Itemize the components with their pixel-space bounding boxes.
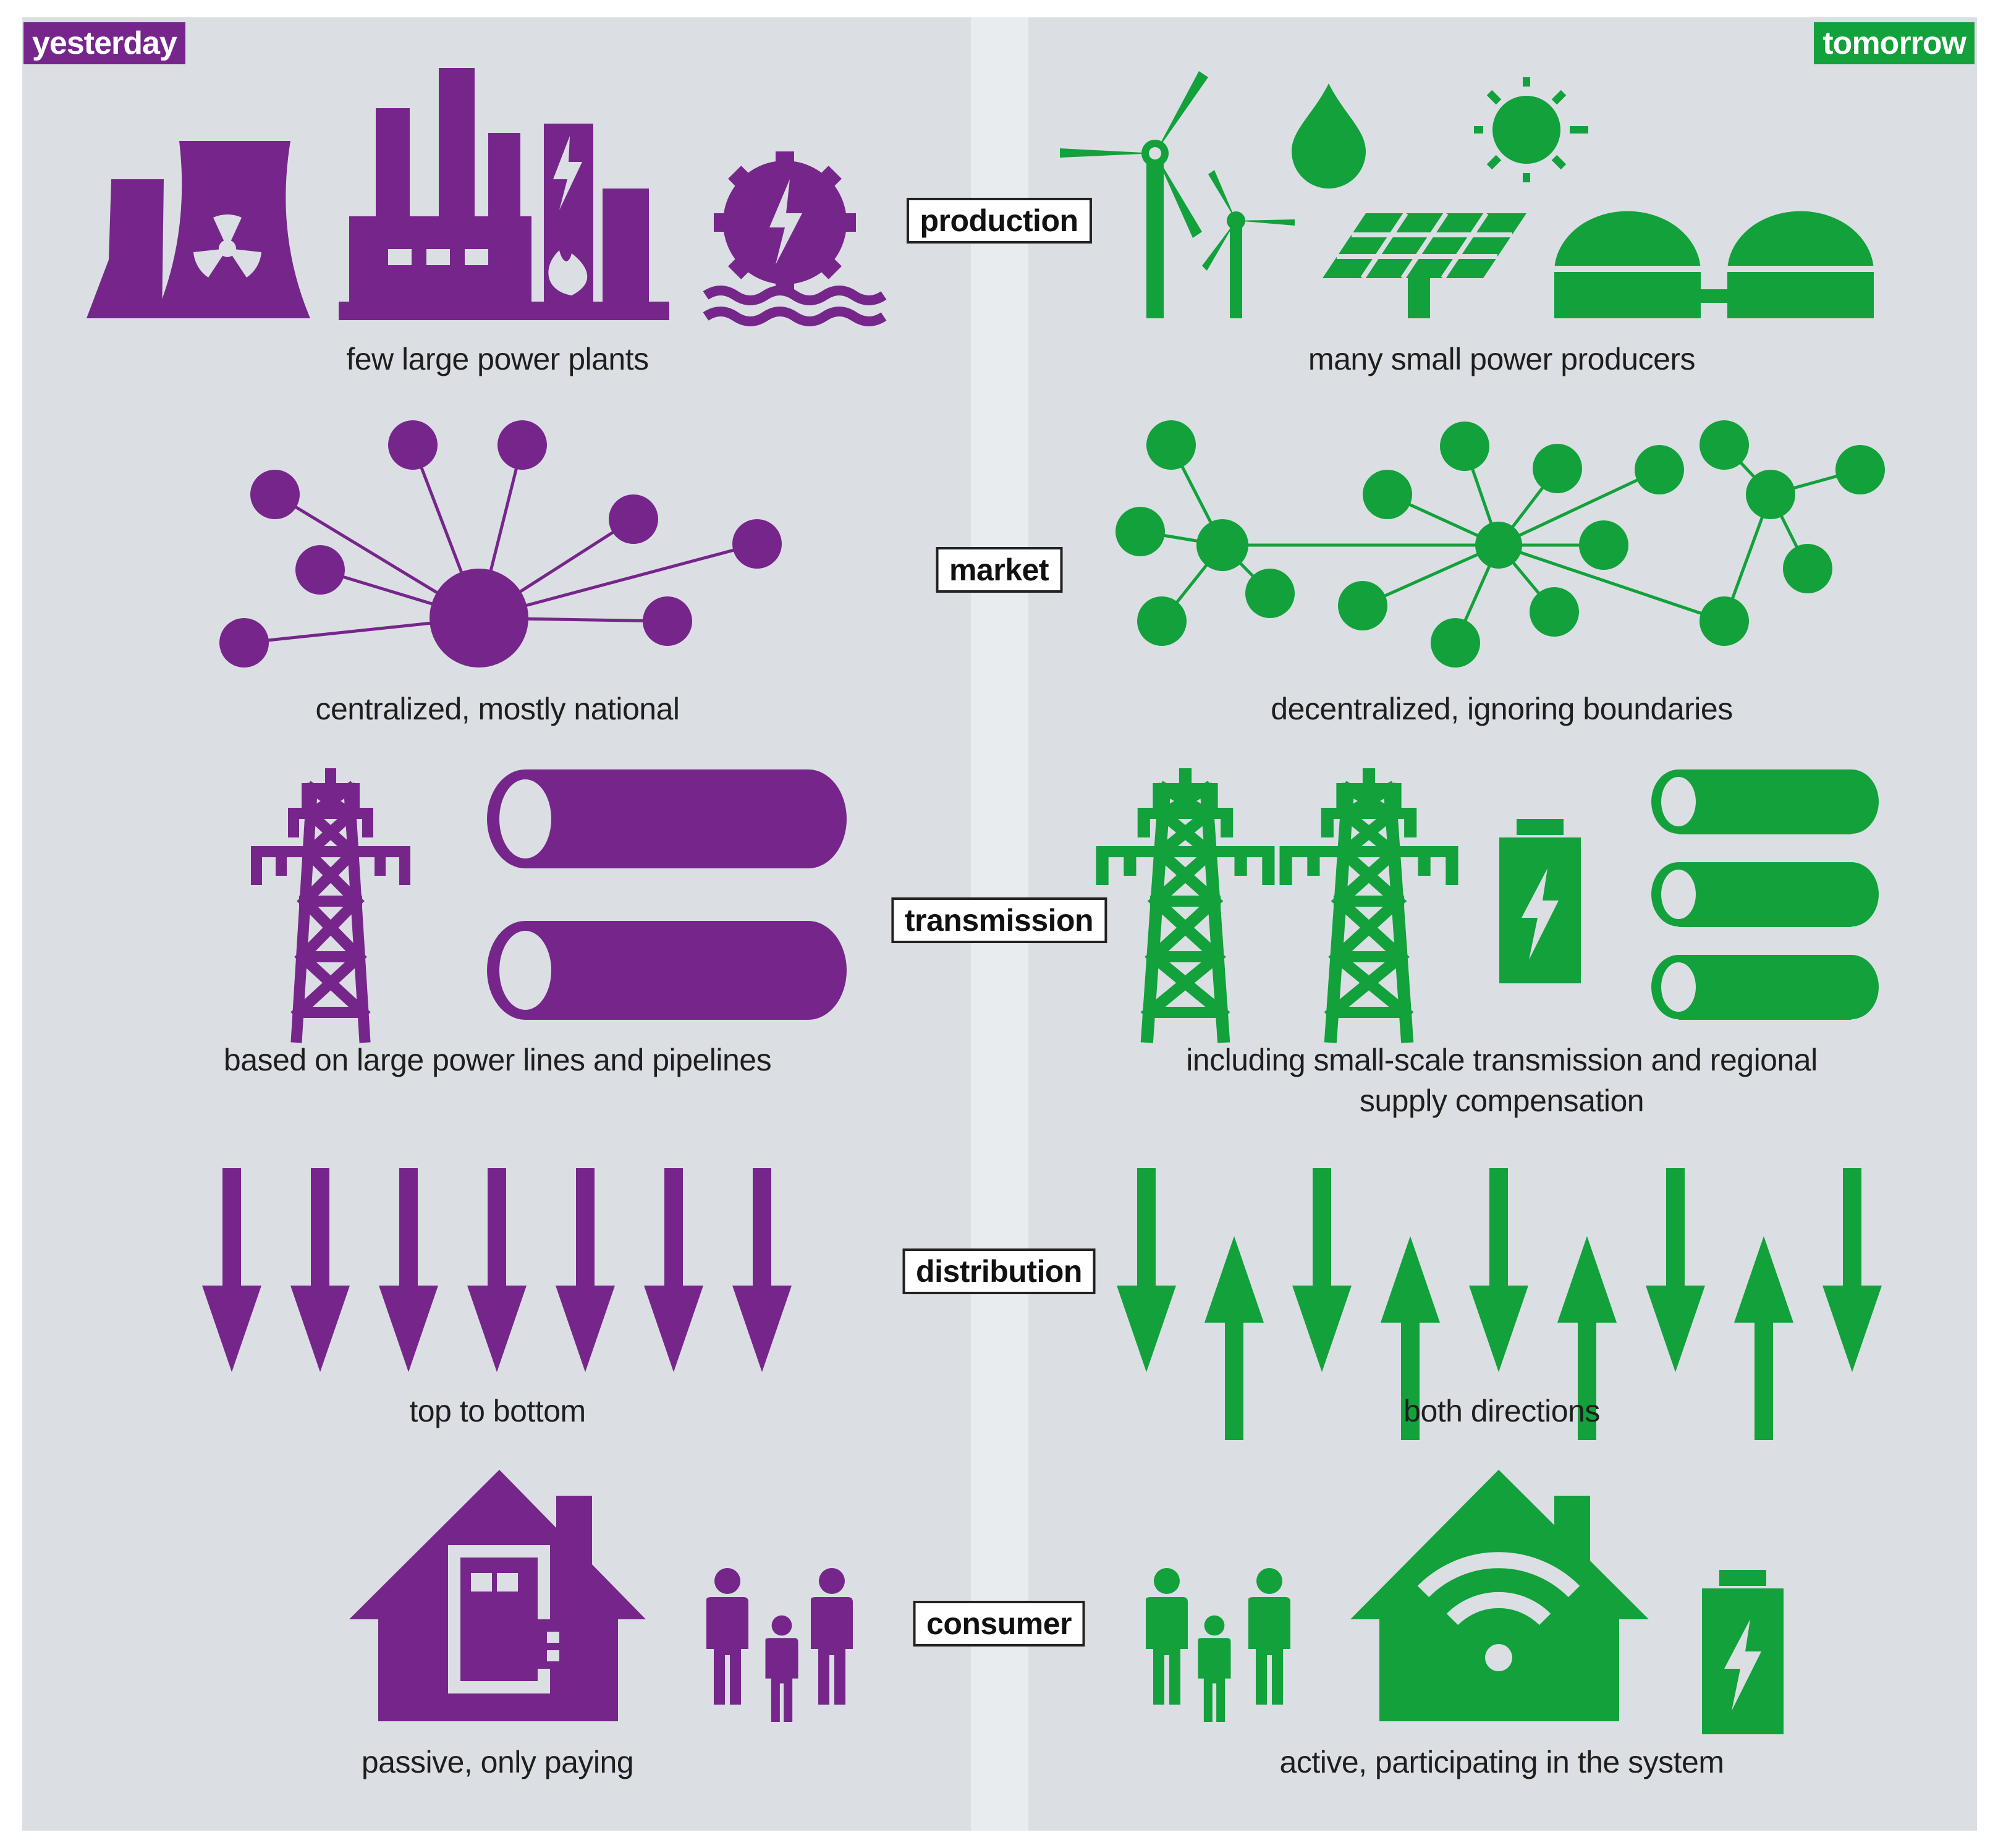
- sun-icon: [1474, 77, 1588, 182]
- yesterday-header: yesterday: [23, 22, 185, 64]
- tomorrow-header: tomorrow: [1814, 22, 1975, 64]
- solar-panel-icon: [1323, 211, 1526, 318]
- category-production: production: [906, 198, 1092, 244]
- central-hub-network-icon: [219, 420, 782, 668]
- category-distribution: distribution: [902, 1248, 1096, 1294]
- caption-distribution-yesterday: top to bottom: [409, 1394, 586, 1428]
- distributed-network-icon: [1115, 420, 1885, 668]
- battery-icon: [1702, 1570, 1784, 1734]
- caption-consumer-tomorrow: active, participating in the system: [1279, 1745, 1724, 1779]
- caption-production-yesterday: few large power plants: [346, 342, 649, 376]
- pipeline-icon: [487, 769, 847, 1020]
- house-meter-icon: [349, 1470, 646, 1721]
- category-transmission: transmission: [891, 897, 1107, 943]
- hydro-plant-icon: [703, 151, 887, 326]
- caption-production-tomorrow: many small power producers: [1308, 342, 1696, 376]
- fossil-plant-icon: [339, 68, 669, 320]
- caption-transmission-yesterday: based on large power lines and pipelines: [223, 1043, 772, 1077]
- category-consumer: consumer: [913, 1601, 1085, 1647]
- caption-transmission-tomorrow-line1: including small-scale transmission and r…: [1186, 1043, 1818, 1077]
- wind-turbine-icon: [1060, 71, 1295, 318]
- caption-consumer-yesterday: passive, only paying: [361, 1745, 634, 1779]
- biogas-icon: [1554, 211, 1874, 318]
- nuclear-plant-icon: [87, 141, 310, 318]
- water-drop-icon: [1292, 83, 1366, 189]
- battery-icon: [1499, 819, 1581, 983]
- caption-transmission-tomorrow-line2: supply compensation: [1359, 1083, 1645, 1118]
- pipeline-icon: [1651, 769, 1879, 1020]
- category-market: market: [936, 547, 1062, 593]
- smart-house-icon: [1350, 1470, 1649, 1721]
- caption-market-tomorrow: decentralized, ignoring boundaries: [1271, 692, 1733, 726]
- caption-distribution-tomorrow: both directions: [1403, 1394, 1600, 1428]
- caption-market-yesterday: centralized, mostly national: [315, 692, 680, 726]
